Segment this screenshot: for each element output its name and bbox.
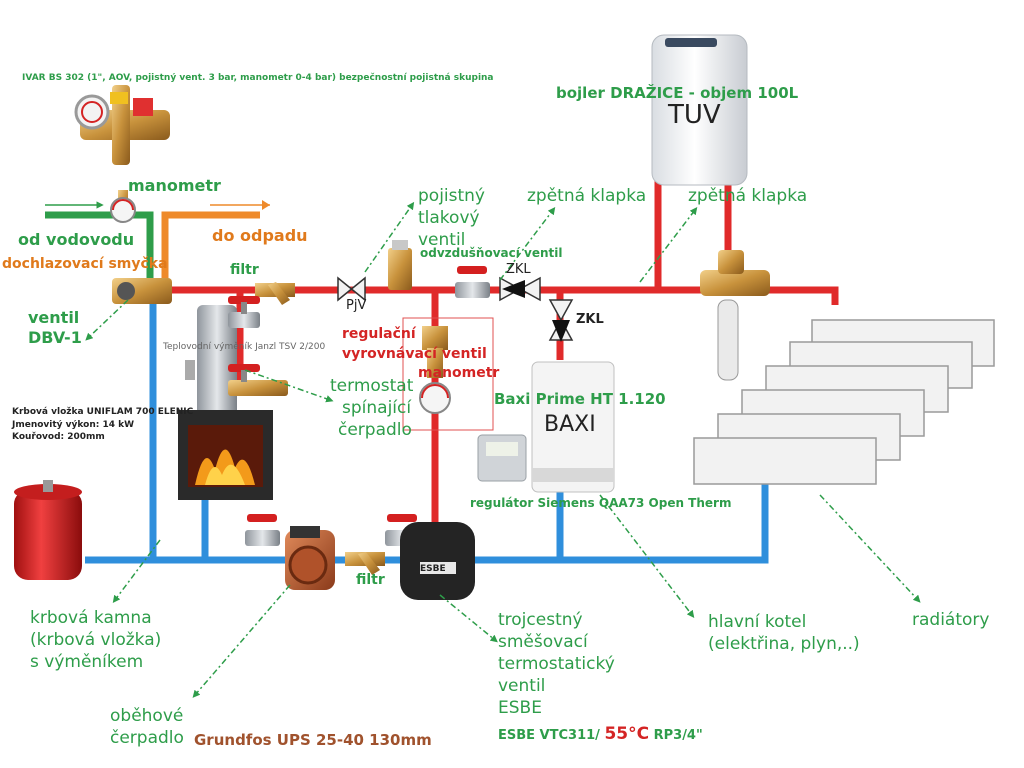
ball-valve-exchanger-top [228, 296, 260, 328]
flow-arrows [45, 200, 270, 210]
safety-group-image [74, 85, 170, 165]
baxi-boiler [531, 361, 615, 493]
thermostatic-valve [700, 250, 770, 381]
mixing-valve-label-2: směšovací [498, 632, 588, 652]
filter-top [255, 282, 295, 305]
pump-label-2: čerpadlo [110, 728, 184, 748]
fireplace-label-1: krbová kamna [30, 608, 152, 628]
pressure-valve-label-3: ventil [418, 230, 466, 250]
check-valve-label-1: zpětná klapka [527, 186, 647, 206]
baxi-model-label: Baxi Prime HT 1.120 [494, 390, 666, 408]
pointer-arrows [85, 201, 921, 698]
esbe-spec-prefix: ESBE VTC311/ [498, 728, 605, 743]
radiators [693, 319, 995, 485]
expansion-vessel [14, 480, 82, 580]
radiators-label: radiátory [912, 610, 990, 630]
mixing-valve-label-3: termostatický [498, 654, 615, 674]
filter-bottom-label: filtr [356, 572, 385, 588]
regulation-valve-label-1: regulační [342, 326, 416, 342]
dbv-label-1: ventil [28, 308, 80, 327]
main-boiler-label-1: hlavní kotel [708, 612, 807, 632]
main-boiler-label-2: (elektřina, plyn,..) [708, 634, 860, 654]
mixing-valve-label-1: trojcestný [498, 610, 583, 630]
exchanger-label: Teplovodní výměník Janzl TSV 2/200 [163, 342, 326, 352]
esbe-spec-temperature: 55°C [604, 724, 650, 744]
zkl-label-1: ZKL [506, 262, 531, 277]
boiler-tank [651, 34, 748, 186]
check-valve-horizontal [499, 276, 541, 302]
filter-top-label: filtr [230, 262, 259, 278]
zkl-label-2: ZKL [576, 312, 604, 327]
manometer-top-label: manometr [128, 176, 221, 195]
pressure-valve-label-1: pojistný [418, 186, 485, 206]
water-supply-label: od vodovodu [18, 230, 135, 249]
filter-bottom [345, 552, 385, 575]
boiler-tuv-label: TUV [668, 100, 721, 130]
dbv-valve [112, 278, 172, 304]
mixing-valve-label-5: ESBE [498, 698, 542, 718]
baxi-logo-label: BAXI [544, 412, 596, 437]
esbe-mixing-valve [400, 522, 475, 600]
dbv-label-2: DBV-1 [28, 328, 82, 347]
ball-valve-main [455, 266, 490, 298]
air-vent-valve [388, 240, 412, 290]
thermostat-label-2: spínající [342, 398, 412, 418]
manometer-mid-label: manometr [418, 365, 500, 381]
drain-label: do odpadu [212, 226, 308, 245]
pjv-label: PjV [346, 298, 367, 313]
drain-pipe [161, 211, 260, 285]
safety-group-label: IVAR BS 302 (1", AOV, pojistný vent. 3 b… [22, 73, 494, 83]
ball-valve-pump-left [245, 514, 280, 546]
pump-label-1: oběhové [110, 706, 184, 726]
fireplace-label-3: s výměníkem [30, 652, 144, 672]
insert-label-2: Jmenovitý výkon: 14 kW [12, 420, 135, 430]
grundfos-label: Grundfos UPS 25-40 130mm [194, 731, 432, 749]
boiler-title: bojler DRAŽICE - objem 100L [556, 84, 799, 102]
mixing-valve-label-4: ventil [498, 676, 546, 696]
thermostat-label-3: čerpadlo [338, 420, 412, 440]
air-vent-label: odvzdušňovací ventil [420, 246, 563, 260]
check-valve-vertical [548, 299, 574, 342]
pressure-valve-label-2: tlakový [418, 208, 480, 228]
manometer-top [110, 190, 136, 223]
insert-label-3: Kouřovod: 200mm [12, 432, 105, 442]
thermostat-label-1: termostat [330, 376, 414, 396]
heat-exchanger [185, 305, 237, 425]
siemens-regulator [477, 434, 527, 482]
fireplace-insert [178, 410, 273, 500]
water-supply-pipe [45, 211, 154, 290]
ball-valve-exchanger-bottom [228, 364, 288, 396]
regulator-label: regulátor Siemens QAA73 Open Therm [470, 496, 732, 510]
esbe-badge: ESBE [420, 564, 446, 574]
cooling-loop-label: dochlazovací smyčka [2, 256, 168, 272]
regulation-valve-label-2: vyrovnávací ventil [342, 346, 487, 362]
insert-label-1: Krbová vložka UNIFLAM 700 ELENIC [12, 407, 194, 417]
pressure-relief-valve [337, 276, 366, 302]
esbe-spec-suffix: RP3/4" [649, 728, 703, 743]
regulation-valve-box [402, 317, 494, 431]
circulation-pump [285, 526, 335, 590]
esbe-spec-label: ESBE VTC311/ 55°C RP3/4" [498, 724, 703, 744]
fireplace-label-2: (krbová vložka) [30, 630, 162, 650]
check-valve-label-2: zpětná klapka [688, 186, 808, 206]
